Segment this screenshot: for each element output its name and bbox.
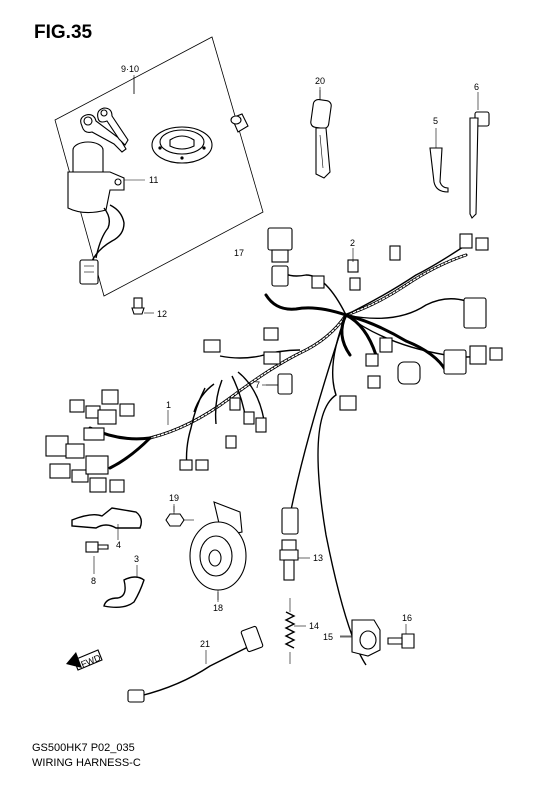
callout-11: 11	[149, 175, 158, 185]
bolt-19	[165, 506, 194, 527]
fuel-cap-lock	[151, 126, 213, 164]
figure-name: WIRING HARNESS-C	[32, 757, 141, 769]
callout-16: 16	[402, 613, 412, 623]
callout-12: 12	[157, 309, 167, 319]
lock-cylinder	[230, 113, 249, 133]
callout-3: 3	[134, 554, 139, 564]
callout-21: 21	[200, 639, 210, 649]
bracket-4	[71, 507, 143, 540]
lead-wire-21	[127, 625, 264, 703]
callout-8: 8	[91, 576, 96, 586]
callout-labels: 9·10 11 12 20 6 5 17 2 7 1 19 4 3 8 18 1…	[91, 64, 479, 649]
spring-14	[284, 598, 306, 664]
cable-tie-6	[469, 92, 490, 219]
callout-lines	[124, 77, 354, 638]
callout-14: 14	[309, 621, 319, 631]
callout-6: 6	[474, 82, 479, 92]
ignition-keys	[80, 107, 129, 153]
callout-2: 2	[350, 238, 355, 248]
bolt-16	[387, 624, 415, 649]
key-20	[310, 90, 332, 179]
switch-13	[279, 539, 310, 581]
horn-18	[189, 501, 247, 602]
callout-19: 19	[169, 493, 179, 503]
callout-17: 17	[234, 248, 244, 258]
forward-arrow-icon: FWD	[66, 649, 103, 671]
stop-switch-15	[340, 619, 381, 657]
screw-12	[131, 297, 154, 315]
clamp-3	[103, 565, 145, 609]
main-wiring-harness	[88, 244, 487, 470]
bolt-8	[85, 541, 109, 574]
callout-15: 15	[323, 632, 333, 642]
figure-title: FIG.35	[34, 22, 93, 43]
callout-20: 20	[315, 76, 325, 86]
callout-18: 18	[213, 603, 223, 613]
sensor-wire	[281, 314, 367, 666]
model-code: GS500HK7 P02_035	[32, 742, 135, 754]
harness-connectors	[45, 227, 503, 493]
callout-4: 4	[116, 540, 121, 550]
callout-1: 1	[166, 400, 171, 410]
callout-7: 7	[255, 380, 260, 390]
clamp-7	[262, 373, 293, 395]
ignition-switch	[67, 141, 125, 285]
callout-5: 5	[433, 116, 438, 126]
fwd-label: FWD	[79, 652, 102, 669]
callout-9-10: 9·10	[121, 64, 139, 74]
clamp-strap-5	[429, 128, 449, 193]
callout-13: 13	[313, 553, 323, 563]
